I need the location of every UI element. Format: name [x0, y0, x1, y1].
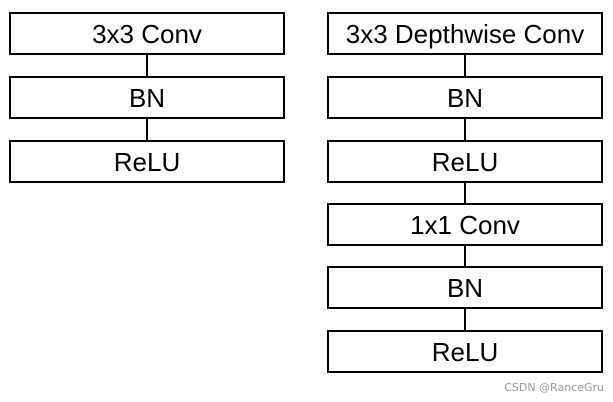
- right-relu-block-2: ReLU: [327, 330, 603, 373]
- right-connector-4: [464, 246, 466, 266]
- left-relu-block: ReLU: [9, 140, 285, 183]
- right-bn-block-1: BN: [327, 76, 603, 119]
- right-connector-2: [464, 119, 466, 140]
- left-connector-2: [146, 119, 148, 140]
- left-bn-block: BN: [9, 76, 285, 119]
- left-connector-1: [146, 55, 148, 76]
- right-bn-block-2: BN: [327, 266, 603, 309]
- right-relu-block-1: ReLU: [327, 140, 603, 183]
- right-connector-5: [464, 309, 466, 330]
- left-conv3x3-block: 3x3 Conv: [9, 12, 285, 55]
- right-depthwise-conv-block: 3x3 Depthwise Conv: [327, 12, 603, 55]
- watermark-text: CSDN @RanceGru: [504, 381, 604, 394]
- right-conv1x1-block: 1x1 Conv: [327, 203, 603, 246]
- right-connector-3: [464, 183, 466, 203]
- right-connector-1: [464, 55, 466, 76]
